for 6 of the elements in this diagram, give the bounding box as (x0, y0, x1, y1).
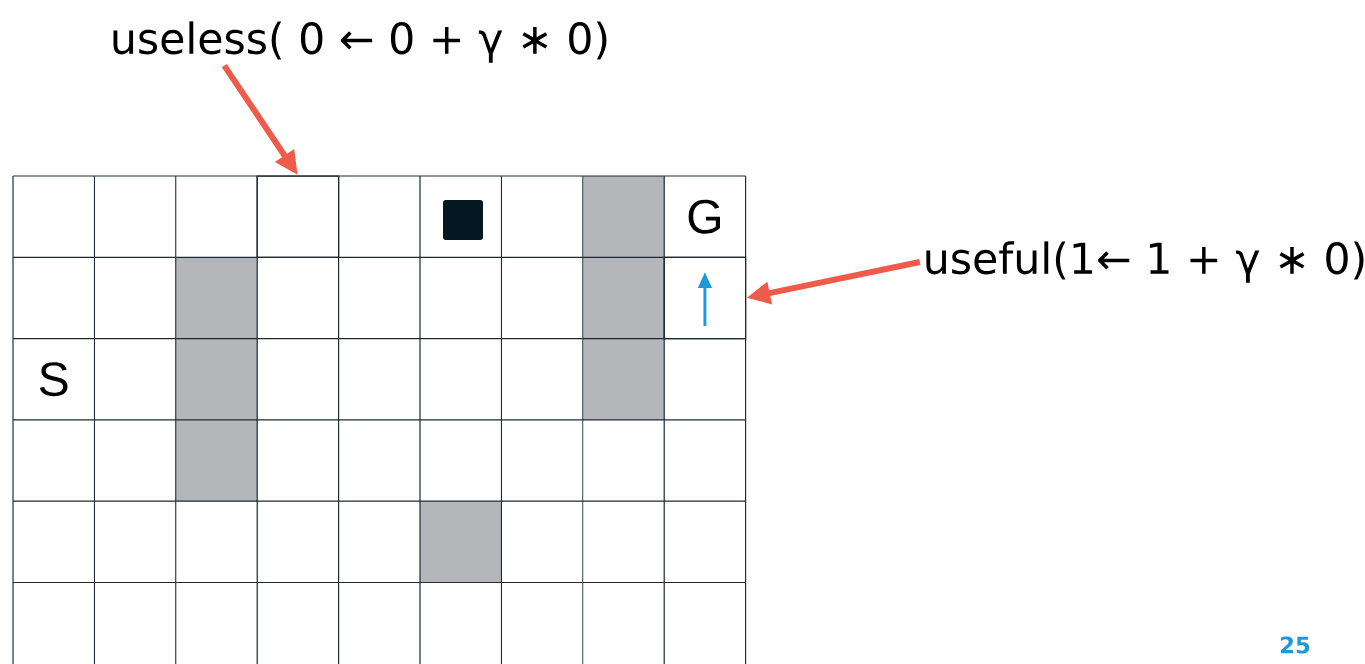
cell-letter: S (39, 362, 68, 397)
annotation-text: useless( 0 ← 0 + γ ∗ 0) (113, 21, 607, 63)
target-cell (256, 175, 340, 258)
page-number: 25 (1281, 636, 1310, 654)
target-cell (663, 256, 747, 340)
annotation-text: useful(1← 1 + γ ∗ 0) (926, 241, 1364, 283)
